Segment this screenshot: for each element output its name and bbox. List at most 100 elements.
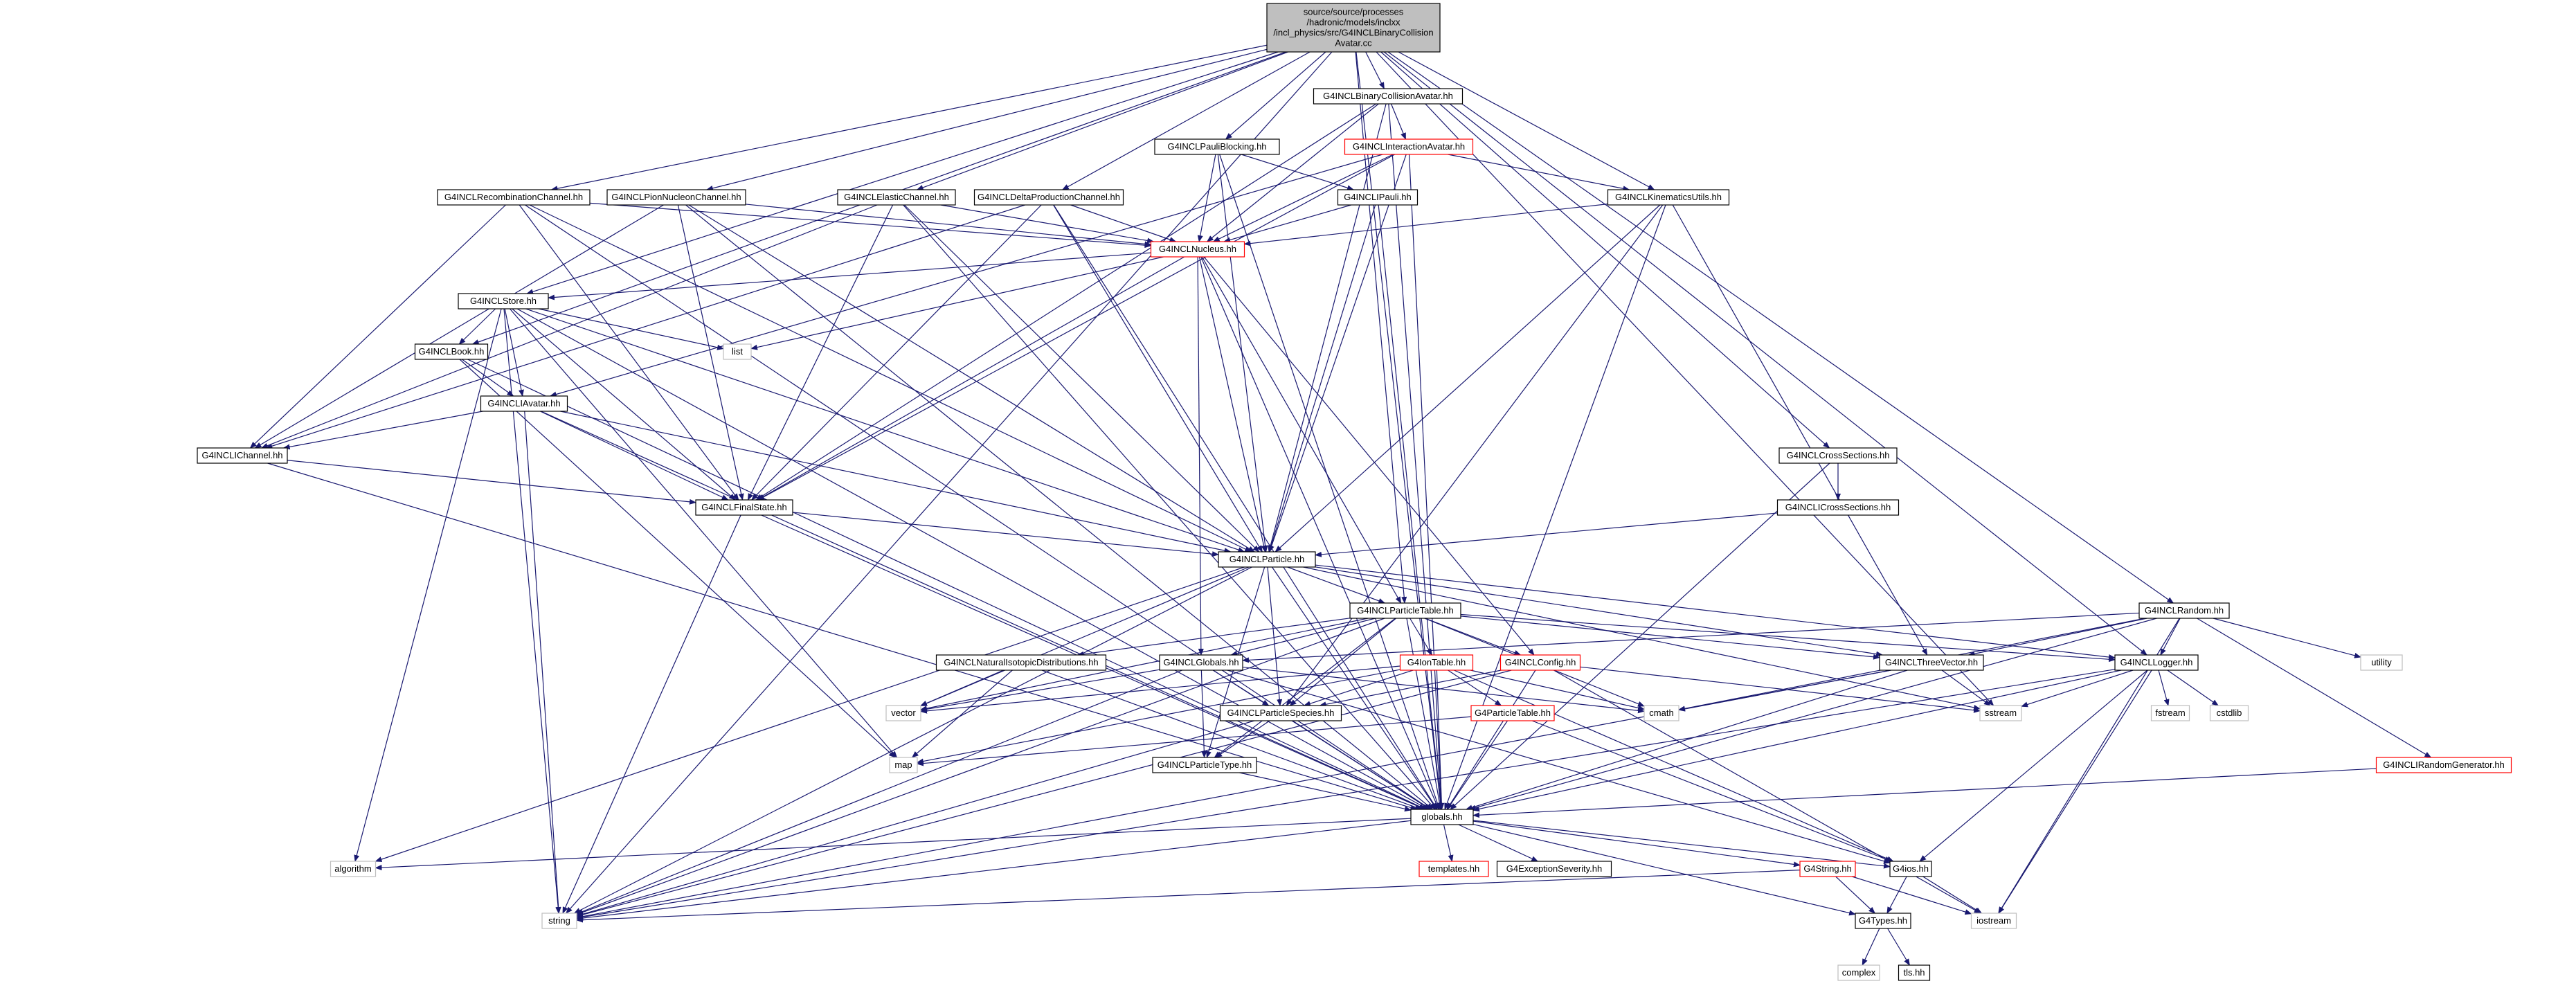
node-box	[1219, 705, 1342, 721]
node-ec[interactable]: G4INCLElasticChannel.hh	[837, 189, 956, 206]
node-box	[437, 189, 591, 206]
node-root[interactable]: source/source/processes/hadronic/models/…	[1266, 3, 1441, 53]
node-label: Avatar.cc	[1335, 38, 1372, 48]
node-pt[interactable]: G4INCLParticleTable.hh	[1349, 602, 1461, 619]
node-log[interactable]: G4INCLLogger.hh	[2114, 654, 2199, 671]
node-box	[1855, 913, 1911, 929]
node-box	[1979, 705, 2022, 721]
node-label: G4INCLNucleus.hh	[1159, 244, 1236, 254]
edge-book-to-map	[459, 359, 896, 758]
node-label: cmath	[1649, 708, 1673, 718]
node-ccs[interactable]: G4INCLCrossSections.hh	[1778, 447, 1898, 464]
node-label: list	[732, 346, 743, 357]
edge-g4pt-to-map	[917, 716, 1472, 766]
file-nodes: source/source/processes/hadronic/models/…	[197, 3, 2512, 981]
node-box	[1799, 861, 1856, 877]
node-glob[interactable]: G4INCLGlobals.hh	[1159, 654, 1243, 671]
node-tls[interactable]: tls.hh	[1898, 964, 1931, 981]
node-book[interactable]: G4INCLBook.hh	[414, 343, 489, 360]
node-label: fstream	[2155, 708, 2185, 718]
node-label: tls.hh	[1903, 967, 1925, 978]
edge-cfg-to-ps	[1319, 670, 1502, 708]
node-label: utility	[2371, 657, 2392, 667]
node-label: G4String.hh	[1803, 863, 1851, 874]
edge-iont-to-g4pt	[1448, 670, 1502, 706]
edge-pt-to-tv	[1460, 616, 1880, 660]
edge-ec-to-globals	[903, 204, 1436, 810]
edge-tv-to-sstream	[1941, 670, 1991, 706]
node-templates[interactable]: templates.hh	[1418, 861, 1489, 877]
node-string: string	[541, 913, 577, 929]
node-label: vector	[891, 708, 916, 718]
node-box	[935, 654, 1107, 671]
edge-glob-to-string	[576, 670, 1182, 915]
edge-part-to-algorithm	[375, 566, 1245, 862]
node-store[interactable]: G4INCLStore.hh	[458, 293, 549, 309]
node-ku[interactable]: G4INCLKinematicsUtils.hh	[1607, 189, 1730, 206]
edge-iont-to-map	[917, 669, 1400, 764]
node-g4types[interactable]: G4Types.hh	[1855, 913, 1911, 929]
node-bca[interactable]: G4INCLBinaryCollisionAvatar.hh	[1313, 88, 1463, 105]
edge-iont-to-cmath	[1470, 670, 1645, 711]
node-map: map	[889, 757, 918, 773]
edge-cfg-to-globals	[1446, 670, 1536, 810]
edge-dpc-to-ich	[265, 204, 1025, 449]
edge-ps-to-string	[576, 720, 1254, 917]
edge-rc-to-fs	[519, 204, 739, 501]
node-iav[interactable]: G4INCLIAvatar.hh	[480, 395, 568, 412]
node-g4string[interactable]: G4String.hh	[1799, 861, 1856, 877]
edge-root-to-pnc	[705, 48, 1268, 191]
node-ip[interactable]: G4INCLIPauli.hh	[1337, 189, 1418, 206]
edge-store-to-iav	[504, 308, 524, 397]
node-g4ios[interactable]: G4ios.hh	[1889, 861, 1932, 877]
edge-bca-to-part	[1268, 103, 1387, 553]
node-label: G4INCLLogger.hh	[2120, 657, 2193, 667]
node-label: G4INCLParticleTable.hh	[1357, 605, 1453, 616]
edge-pt-to-log	[1460, 613, 2116, 663]
node-cfg[interactable]: G4INCLConfig.hh	[1499, 654, 1581, 671]
node-pb[interactable]: G4INCLPauliBlocking.hh	[1154, 138, 1280, 155]
node-ich[interactable]: G4INCLIChannel.hh	[197, 447, 288, 464]
node-label: source/source/processes	[1304, 7, 1404, 17]
edge-nid-to-vector	[920, 670, 1004, 706]
node-iccs[interactable]: G4INCLICrossSections.hh	[1776, 499, 1900, 516]
node-box	[1643, 705, 1679, 721]
edge-ich-to-globals	[267, 462, 1418, 811]
edge-g4string-to-g4types	[1835, 876, 1875, 914]
edge-globals-to-g4string	[1472, 820, 1801, 868]
node-rc[interactable]: G4INCLRecombinationChannel.hh	[437, 189, 591, 206]
node-ptype[interactable]: G4INCLParticleType.hh	[1152, 757, 1257, 773]
edge-nid-to-globals	[1041, 670, 1422, 810]
edge-part-to-sstream	[1303, 566, 1981, 710]
node-ps[interactable]: G4INCLParticleSpecies.hh	[1219, 705, 1342, 721]
node-ia[interactable]: G4INCLInteractionAvatar.hh	[1344, 138, 1474, 155]
node-nuc[interactable]: G4INCLNucleus.hh	[1150, 241, 1245, 258]
node-rnd[interactable]: G4INCLRandom.hh	[2138, 602, 2230, 619]
node-part[interactable]: G4INCLParticle.hh	[1218, 551, 1316, 568]
node-g4pt[interactable]: G4ParticleTable.hh	[1470, 705, 1555, 721]
edge-g4string-to-iostream	[1852, 876, 1972, 915]
node-label: complex	[1842, 967, 1876, 978]
node-label: G4INCLIAvatar.hh	[487, 398, 560, 408]
node-iostream: iostream	[1970, 913, 2017, 929]
node-dpc[interactable]: G4INCLDeltaProductionChannel.hh	[973, 189, 1124, 206]
node-fs[interactable]: G4INCLFinalState.hh	[695, 499, 793, 516]
node-nid[interactable]: G4INCLNaturalIsotopicDistributions.hh	[935, 654, 1107, 671]
node-box	[1399, 654, 1474, 671]
node-pnc[interactable]: G4INCLPionNucleonChannel.hh	[606, 189, 746, 206]
edge-ps-to-ptype	[1215, 720, 1270, 758]
node-label: G4INCLRecombinationChannel.hh	[444, 192, 583, 202]
node-globals[interactable]: globals.hh	[1410, 809, 1474, 825]
edge-book-to-globals	[467, 359, 1427, 810]
node-tv[interactable]: G4INCLThreeVector.hh	[1879, 654, 1984, 671]
edge-pb-to-nuc	[1197, 154, 1216, 242]
edge-root-to-log	[1383, 51, 2147, 656]
node-iont[interactable]: G4IonTable.hh	[1399, 654, 1474, 671]
node-label: G4INCLDeltaProductionChannel.hh	[978, 192, 1120, 202]
node-exsev[interactable]: G4ExceptionSeverity.hh	[1496, 861, 1612, 877]
edge-pt-to-globals	[1406, 618, 1443, 810]
edge-store-to-book	[458, 308, 496, 345]
node-rgen[interactable]: G4INCLIRandomGenerator.hh	[2375, 757, 2512, 773]
node-fstream: fstream	[2150, 705, 2190, 721]
edge-bca-to-ia	[1390, 103, 1407, 140]
